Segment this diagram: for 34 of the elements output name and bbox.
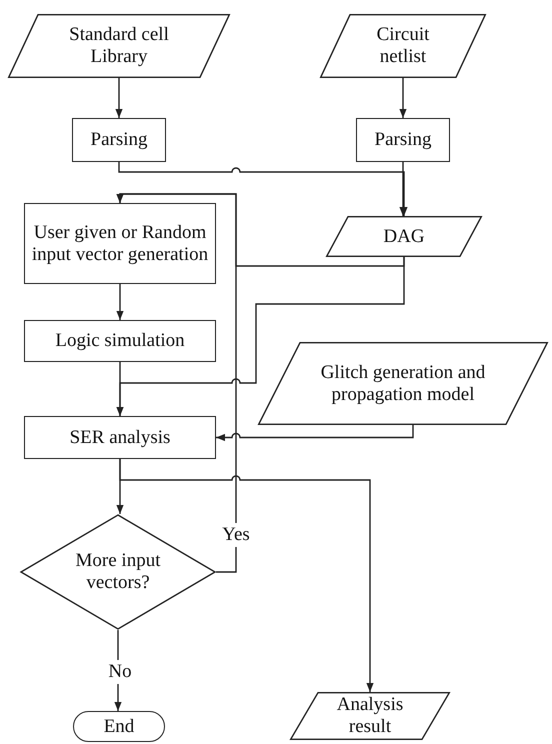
terminator [73, 711, 165, 742]
node-label: Analysis result [336, 694, 404, 738]
connector-arrow [116, 284, 124, 320]
process-box [24, 320, 216, 362]
node-label: Standard cell Library [68, 24, 170, 68]
node-label: DAG [383, 226, 425, 248]
data-parallelogram [258, 342, 548, 425]
node-label: More input vectors? [74, 550, 162, 594]
node-label: SER analysis [70, 426, 170, 448]
connector-arrow [399, 162, 407, 216]
edge-label: No [106, 660, 134, 684]
process-box [24, 416, 216, 459]
decision-diamond [20, 514, 216, 630]
data-parallelogram [326, 216, 482, 257]
node-label: Parsing [374, 129, 432, 151]
node-label: End [104, 716, 134, 738]
node-label: User given or Random input vector generation [30, 222, 210, 266]
data-parallelogram [320, 14, 486, 78]
node-label: Parsing [90, 129, 148, 151]
edge-label: Yes [220, 523, 252, 547]
process-box [356, 118, 450, 162]
data-parallelogram [290, 692, 450, 740]
connector-arrow [116, 362, 124, 416]
node-label: Glitch generation and propagation model [320, 362, 486, 406]
connector-arrow [399, 78, 407, 118]
connector-arrow [119, 459, 374, 692]
process-box [72, 118, 166, 162]
node-label: Circuit netlist [376, 24, 430, 68]
connector-arrow [115, 78, 123, 118]
node-label: Logic simulation [55, 330, 185, 352]
data-parallelogram [8, 14, 230, 78]
connector-arrow [116, 193, 237, 573]
process-box [24, 203, 216, 284]
connector-arrow [118, 162, 408, 216]
